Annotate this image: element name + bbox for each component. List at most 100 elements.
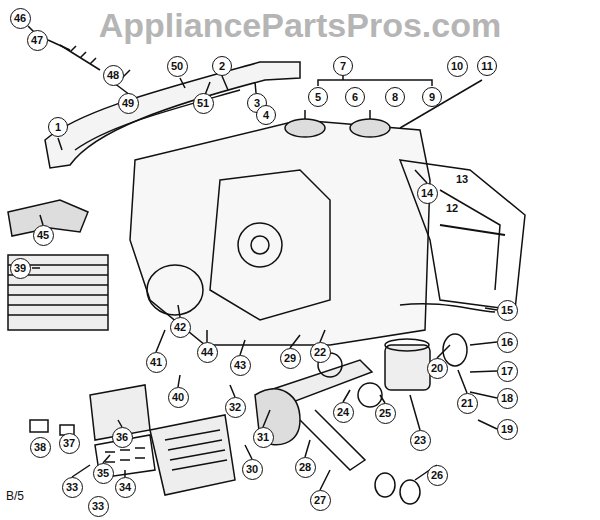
callout-circle: 43: [230, 355, 251, 376]
callout-number: 38: [34, 442, 46, 453]
callout-number: 27: [314, 495, 326, 506]
callout-number: 20: [431, 363, 443, 374]
callout-circle: 33: [62, 477, 83, 498]
callout-number: 2: [219, 61, 225, 72]
callout-number: 39: [14, 263, 26, 274]
callout-number: 40: [172, 392, 184, 403]
callout-number: 28: [299, 462, 311, 473]
callout-number: 21: [461, 398, 473, 409]
callout-circle: 11: [477, 56, 497, 76]
callout-circle: 9: [422, 87, 442, 107]
callout-circle: 8: [385, 87, 405, 107]
callout-number: 5: [315, 92, 321, 103]
callout-number: 13: [456, 174, 468, 185]
callout-number: 9: [429, 92, 435, 103]
callout-circle: 14: [417, 183, 438, 204]
callout-circle: 24: [333, 402, 354, 423]
callout-number: 47: [31, 35, 43, 46]
callout-number: 6: [352, 92, 358, 103]
callout-circle: 30: [242, 459, 263, 480]
callout-circle: 51: [193, 93, 214, 114]
callout-circle: 45: [33, 225, 54, 246]
callout-number: 10: [451, 61, 463, 72]
callout-number: 11: [481, 61, 493, 72]
callout-circle: 35: [93, 463, 114, 484]
callout-number: 22: [314, 347, 326, 358]
callout-circle: 32: [225, 397, 246, 418]
callout-circle: 44: [197, 342, 218, 363]
callout-number: 29: [284, 353, 296, 364]
figure-code: B/5: [6, 490, 24, 502]
callout-circle: 31: [253, 427, 274, 448]
callout-number: 8: [392, 92, 398, 103]
callout-number: 26: [431, 470, 443, 481]
callout-circle: 21: [457, 393, 478, 414]
callout-circle: 10: [447, 56, 468, 77]
callout-number: 16: [501, 337, 513, 348]
callout-circle: 48: [103, 65, 124, 86]
callout-number: 51: [197, 98, 209, 109]
callout-circle: 29: [280, 348, 301, 369]
callout-number: 17: [501, 366, 513, 377]
callout-circle: 40: [168, 387, 189, 408]
callout-circle: 6: [345, 87, 365, 107]
callout-circle: 47: [27, 30, 48, 51]
callout-circle: 33: [88, 496, 109, 517]
callout-number: 4: [263, 110, 269, 121]
callout-number: 23: [414, 435, 426, 446]
callout-circle: 50: [167, 56, 188, 77]
callout-circle: 23: [410, 430, 431, 451]
callout-number: 14: [421, 188, 433, 199]
callout-circle: 36: [112, 427, 133, 448]
callout-circle: 39: [10, 258, 31, 279]
callout-number: 37: [63, 438, 75, 449]
callout-number: 24: [337, 407, 349, 418]
callout-number: 42: [174, 322, 186, 333]
callout-number: 1: [55, 122, 61, 133]
callout-circle: 4: [256, 105, 276, 125]
callout-number: 7: [340, 61, 346, 72]
callout-number: 41: [150, 357, 162, 368]
callout-circle: 16: [497, 332, 518, 353]
callout-number: 25: [379, 408, 391, 419]
callout-number: 30: [246, 464, 258, 475]
callout-number: 49: [122, 98, 134, 109]
callout-circle: 15: [497, 300, 518, 321]
callout-circle: 41: [146, 352, 167, 373]
callout-circle: 17: [497, 361, 518, 382]
callout-number: 48: [107, 70, 119, 81]
callout-circle: 38: [30, 437, 51, 458]
callout-circle: 22: [310, 342, 331, 363]
callout-circle: 37: [59, 433, 80, 454]
callout-circle: 5: [308, 87, 328, 107]
callout-number: 44: [201, 347, 213, 358]
callout-number: 19: [501, 424, 513, 435]
callout-circle: 42: [170, 317, 191, 338]
callout-number: 32: [229, 402, 241, 413]
callout-circle: 46: [10, 8, 31, 29]
callout-circle: 20: [427, 358, 448, 379]
callout-number: 18: [501, 393, 513, 404]
callout-circle: 27: [310, 490, 331, 511]
callout-number: 46: [14, 13, 26, 24]
callout-circle: 18: [497, 388, 518, 409]
callout-number: 45: [37, 230, 49, 241]
callout-circle: 19: [497, 419, 518, 440]
callout-number: 43: [234, 360, 246, 371]
callout-circle: 28: [295, 457, 316, 478]
callout-number: 31: [257, 432, 269, 443]
callout-number: 36: [116, 432, 128, 443]
callout-number: 34: [119, 482, 131, 493]
watermark: AppliancePartsPros.com: [99, 8, 501, 42]
callout-number: 12: [446, 203, 458, 214]
callout-circle: 7: [333, 56, 353, 76]
callout-circle: 49: [118, 93, 139, 114]
callout-circle: 2: [212, 56, 232, 76]
callout-circle: 25: [375, 403, 396, 424]
callout-circle: 26: [427, 465, 448, 486]
callout-number: 15: [501, 305, 513, 316]
callout-number: 35: [97, 468, 109, 479]
callout-circle: 1: [48, 117, 68, 137]
callout-number: 33: [66, 482, 78, 493]
